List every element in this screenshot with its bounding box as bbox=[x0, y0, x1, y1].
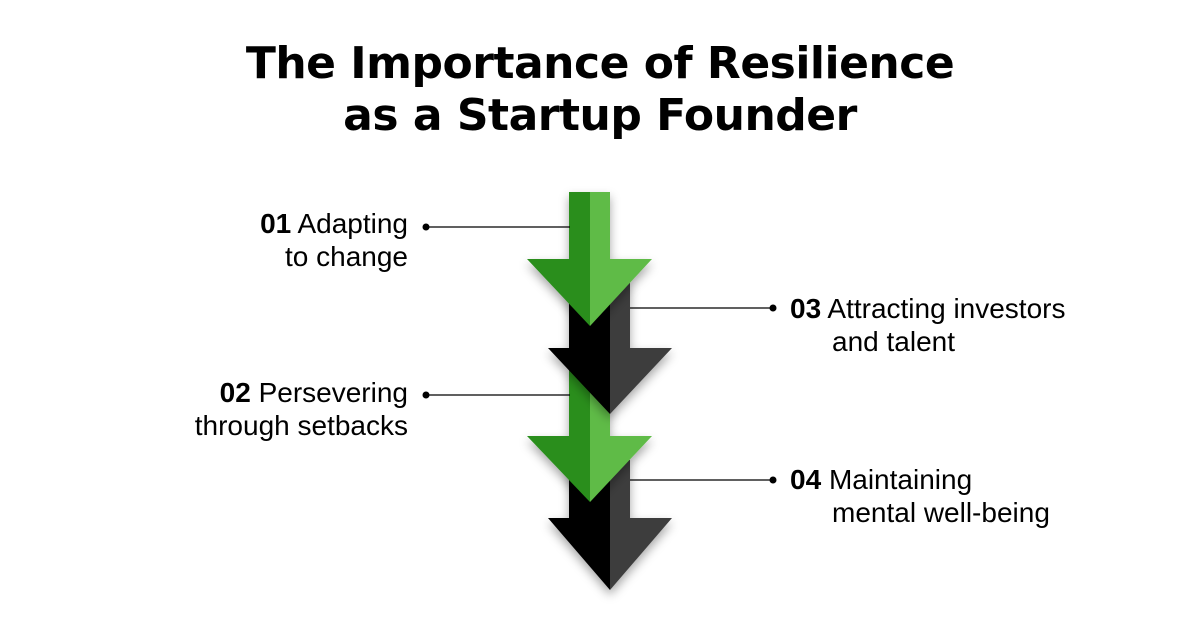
connector-04 bbox=[630, 476, 777, 484]
connector-02 bbox=[422, 391, 570, 399]
step-01-text-line-1: Adapting bbox=[297, 208, 408, 239]
step-02-line-1: 02 Persevering bbox=[195, 376, 408, 409]
title-line-1: The Importance of Resilience bbox=[245, 38, 955, 89]
step-01-line-1: 01 Adapting bbox=[260, 207, 408, 240]
step-01-text-line-2: to change bbox=[285, 241, 408, 272]
connector-01 bbox=[422, 223, 570, 231]
step-02-number: 02 bbox=[219, 377, 251, 408]
arrow-01-green bbox=[527, 192, 652, 326]
step-03-number: 03 bbox=[790, 293, 822, 324]
step-03-label: 03 Attracting investors and talent bbox=[790, 292, 1066, 358]
title-line-2: as a Startup Founder bbox=[343, 90, 857, 141]
step-02-label: 02 Persevering through setbacks bbox=[195, 376, 408, 442]
step-02-text-line-1: Persevering bbox=[258, 377, 408, 408]
step-03-line-1: 03 Attracting investors bbox=[790, 292, 1066, 325]
step-03-text-line-2: and talent bbox=[832, 326, 955, 357]
step-04-text-line-2: mental well-being bbox=[832, 497, 1050, 528]
step-02-text-line-2: through setbacks bbox=[194, 410, 408, 441]
step-04-line-1: 04 Maintaining bbox=[790, 463, 1050, 496]
page-title: The Importance of Resilience as a Startu… bbox=[0, 38, 1200, 142]
step-01-label: 01 Adapting to change bbox=[260, 207, 408, 273]
step-04-text-line-1: Maintaining bbox=[828, 464, 973, 495]
step-01-number: 01 bbox=[260, 208, 292, 239]
step-04-number: 04 bbox=[790, 464, 822, 495]
step-04-label: 04 Maintaining mental well-being bbox=[790, 463, 1050, 529]
connector-03 bbox=[630, 304, 777, 312]
step-03-text-line-1: Attracting investors bbox=[827, 293, 1066, 324]
